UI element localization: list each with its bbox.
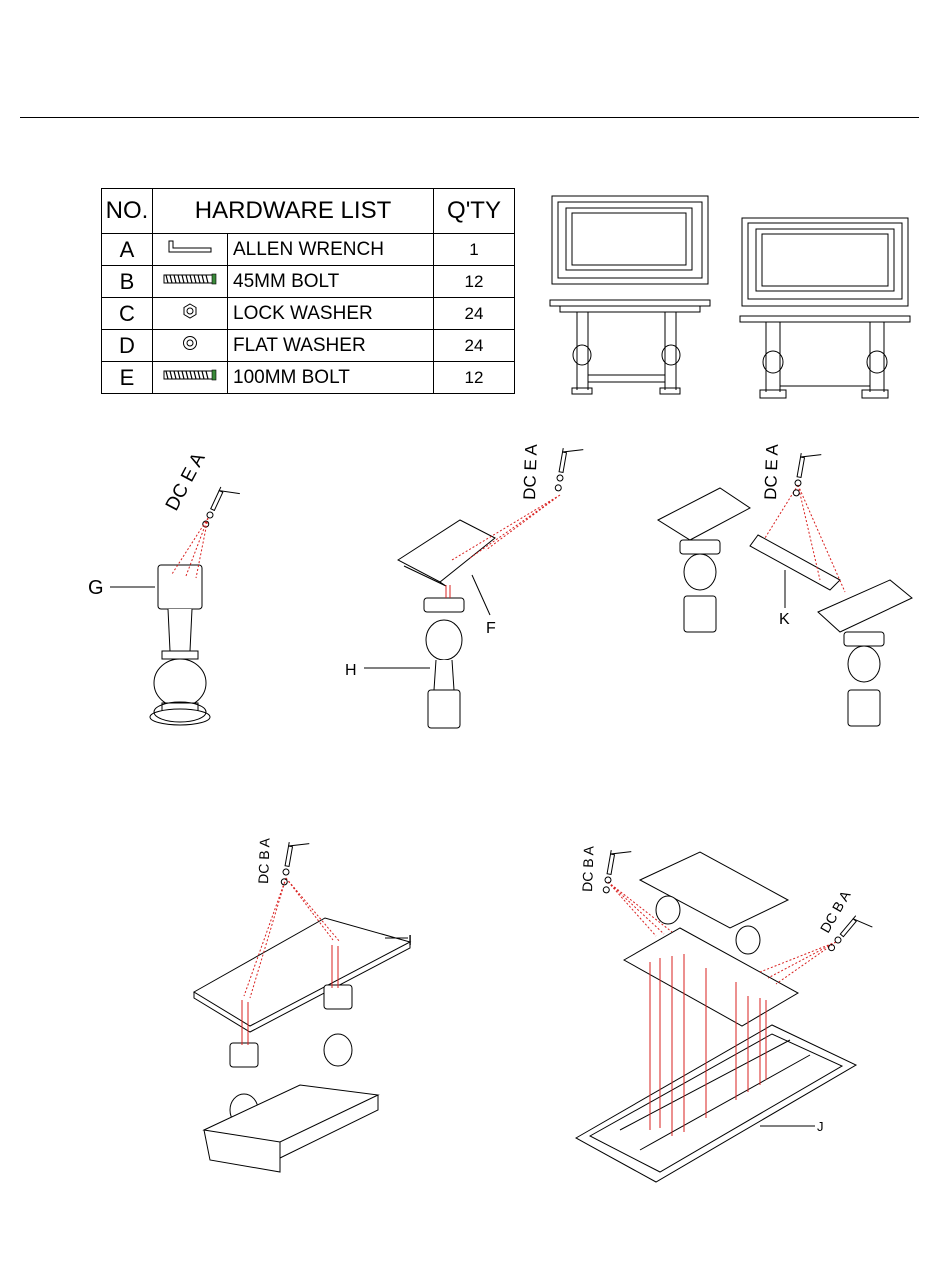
step1-diagram: G DC E A bbox=[88, 449, 240, 725]
hardware-callout: DC E A bbox=[520, 443, 541, 500]
part-label-k: K bbox=[779, 611, 790, 628]
hardware-callout-left: DC B A bbox=[579, 845, 597, 892]
part-label-j: J bbox=[817, 1119, 824, 1134]
part-label-h: H bbox=[345, 662, 357, 679]
step3-diagram: K DC E A bbox=[658, 443, 912, 726]
hardware-callout: DC E A bbox=[761, 443, 782, 500]
step4-diagram: I DC B A bbox=[194, 837, 412, 1172]
step2-diagram: F H DC E A bbox=[345, 443, 583, 728]
table-preview-left bbox=[550, 196, 710, 394]
hardware-callout: DC E A bbox=[162, 449, 210, 514]
part-label-g: G bbox=[88, 577, 104, 599]
step5-diagram: J DC B A DC B A bbox=[576, 845, 872, 1182]
part-label-i: I bbox=[408, 932, 412, 949]
part-label-f: F bbox=[486, 620, 496, 637]
hardware-callout: DC B A bbox=[255, 837, 273, 884]
table-preview-right bbox=[740, 218, 910, 398]
